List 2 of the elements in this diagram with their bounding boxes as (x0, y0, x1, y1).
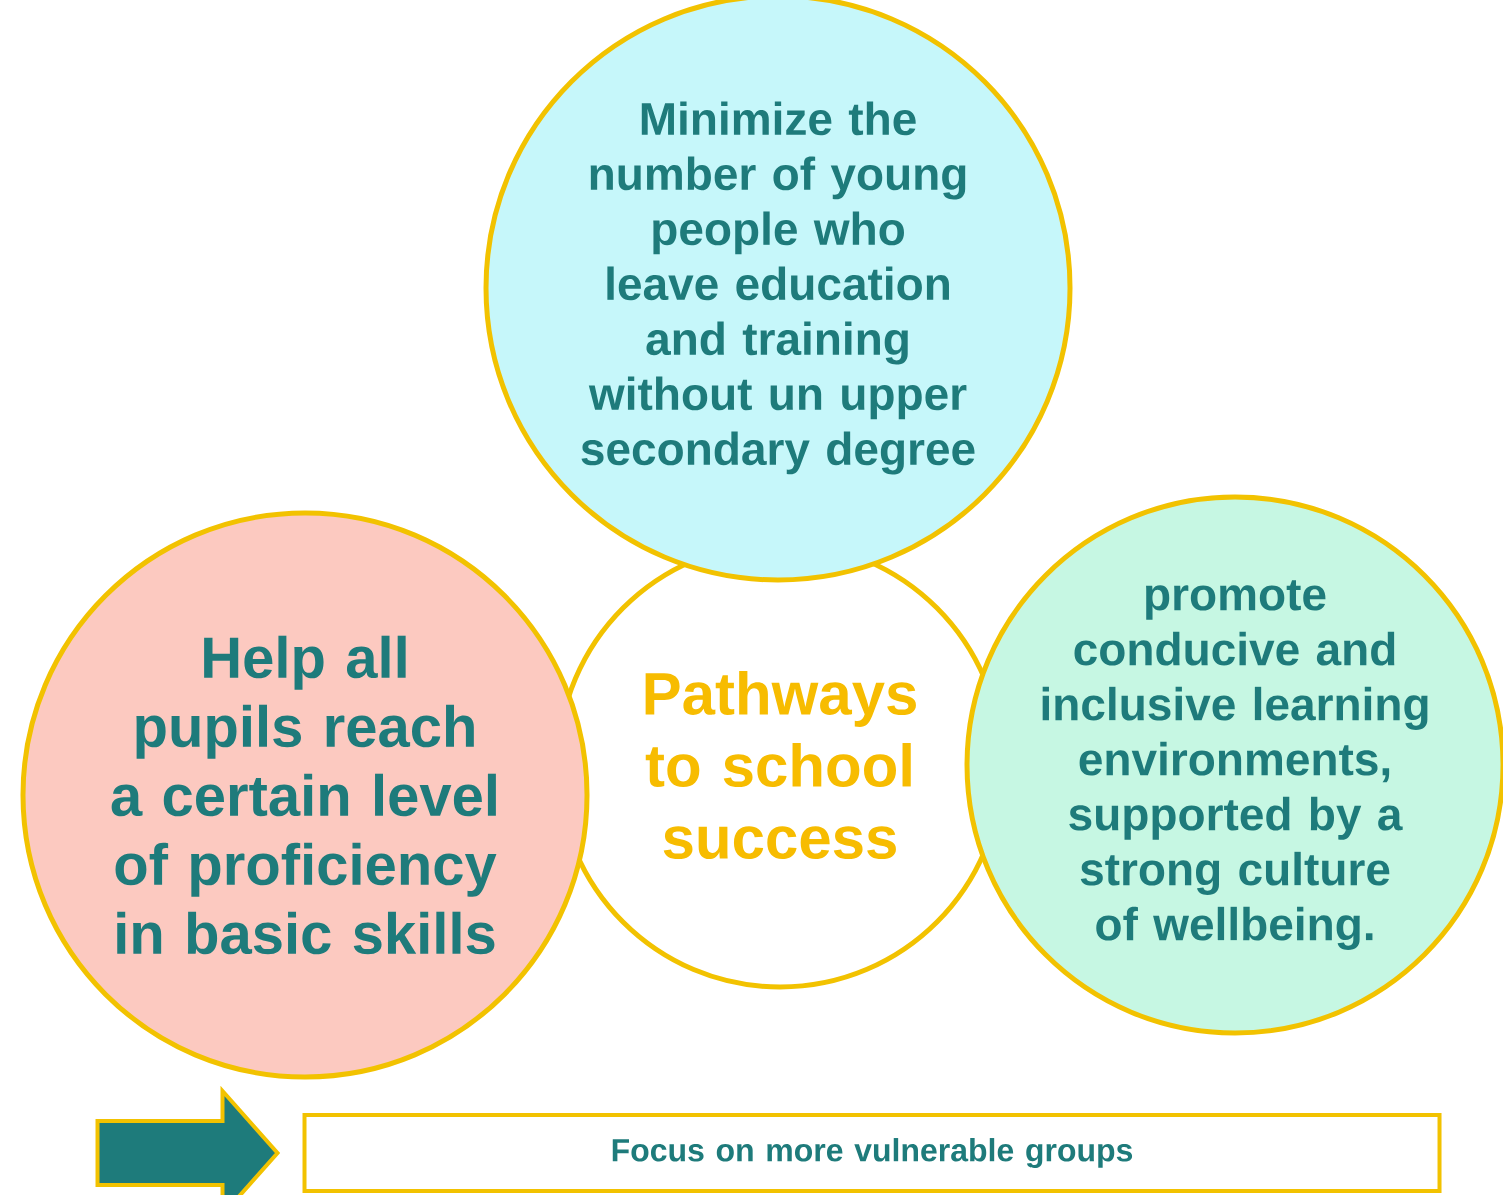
block-arrow (95, 1085, 281, 1195)
focus-box: Focus on more vulnerable groups (302, 1113, 1442, 1193)
